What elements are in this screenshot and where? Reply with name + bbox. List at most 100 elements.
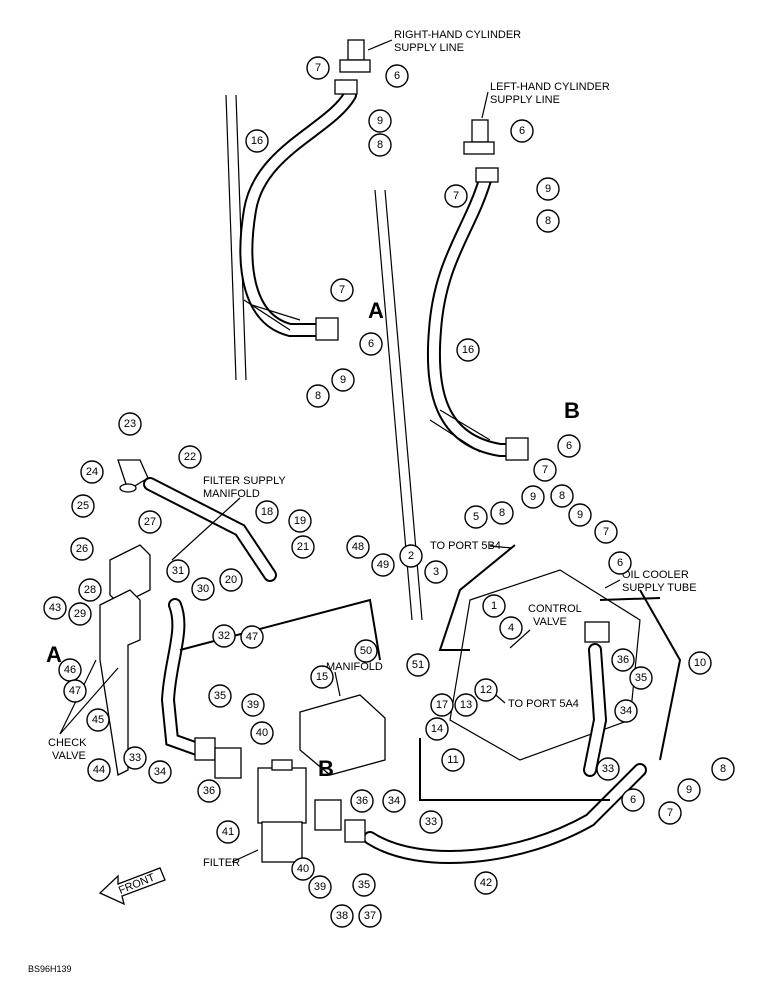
callout-circle	[490, 501, 514, 525]
callout-number: 7	[315, 62, 321, 74]
callout-number: 17	[436, 699, 448, 711]
callout-number: 19	[294, 515, 306, 527]
callout-number: 9	[530, 491, 536, 503]
callout-circle	[306, 56, 330, 80]
callout-circle	[216, 820, 240, 844]
callout-number: 49	[377, 559, 389, 571]
callout-circle	[241, 693, 265, 717]
callout-number: 5	[473, 511, 479, 523]
callout-number: 44	[93, 764, 105, 776]
callout-number: 8	[315, 390, 321, 402]
callout-31: 31	[166, 559, 190, 583]
callout-6: 6	[510, 119, 534, 143]
callout-number: 22	[184, 451, 196, 463]
callout-number: 6	[617, 557, 623, 569]
callout-number: 40	[297, 863, 309, 875]
front-arrow-icon	[98, 867, 166, 906]
oil-cooler-l1: OIL COOLER	[622, 569, 689, 581]
callout-circle	[368, 109, 392, 133]
callout-50: 50	[354, 639, 378, 663]
callout-circle	[456, 338, 480, 362]
callout-46: 46	[58, 658, 82, 682]
callout-number: 33	[602, 763, 614, 775]
callout-12: 12	[474, 678, 498, 702]
callout-number: 9	[686, 784, 692, 796]
callout-40: 40	[250, 721, 274, 745]
callout-19: 19	[288, 509, 312, 533]
callout-circle	[614, 699, 638, 723]
callout-circle	[208, 684, 232, 708]
callout-number: 8	[559, 490, 565, 502]
callout-16: 16	[245, 129, 269, 153]
callout-circle	[306, 384, 330, 408]
lh-cylinder-hose	[426, 119, 529, 461]
callout-circle	[688, 651, 712, 675]
callout-24: 24	[80, 460, 104, 484]
callout-number: 10	[694, 657, 706, 669]
callout-number: 6	[519, 125, 525, 137]
callout-33: 33	[419, 810, 443, 834]
callout-number: 35	[635, 672, 647, 684]
callout-circle	[482, 594, 506, 618]
callout-circle	[118, 412, 142, 436]
callout-circle	[87, 758, 111, 782]
callout-number: 33	[129, 752, 141, 764]
callout-18: 18	[255, 500, 279, 524]
callout-circle	[629, 666, 653, 690]
callout-circle	[70, 537, 94, 561]
callout-number: 35	[214, 690, 226, 702]
callout-circle	[658, 801, 682, 825]
callout-circle	[288, 509, 312, 533]
callout-circle	[197, 779, 221, 803]
callout-9: 9	[677, 778, 701, 802]
callout-circle	[533, 458, 557, 482]
callout-23: 23	[118, 412, 142, 436]
label-leaders	[59, 39, 621, 863]
callout-35: 35	[208, 684, 232, 708]
callout-6: 6	[621, 788, 645, 812]
callout-circle	[63, 679, 87, 703]
callout-circle	[444, 184, 468, 208]
callout-circle	[399, 544, 423, 568]
callout-circle	[611, 648, 635, 672]
callout-9: 9	[368, 109, 392, 133]
callout-25: 25	[71, 494, 95, 518]
callout-circle	[424, 560, 448, 584]
callout-number: 23	[124, 418, 136, 430]
rh-supply-line-l2: SUPPLY LINE	[394, 42, 464, 54]
callout-number: 9	[377, 115, 383, 127]
callout-15: 15	[310, 665, 334, 689]
callout-41: 41	[216, 820, 240, 844]
callout-3: 3	[424, 560, 448, 584]
callout-21: 21	[291, 535, 315, 559]
callout-29: 29	[68, 602, 92, 626]
callout-number: 50	[360, 645, 372, 657]
callout-circle	[354, 639, 378, 663]
callout-circle	[521, 485, 545, 509]
callout-circle	[536, 209, 560, 233]
callout-number: 30	[197, 583, 209, 595]
callout-circle	[80, 460, 104, 484]
callout-number: 45	[92, 714, 104, 726]
callout-circle	[255, 500, 279, 524]
callout-6: 6	[385, 64, 409, 88]
callout-circle	[677, 778, 701, 802]
check-valve-l2: VALVE	[52, 750, 86, 762]
callout-circle	[557, 434, 581, 458]
callout-circle	[474, 678, 498, 702]
callout-43: 43	[43, 596, 67, 620]
callout-6: 6	[557, 434, 581, 458]
callout-number: 51	[412, 659, 424, 671]
callout-20: 20	[219, 568, 243, 592]
callout-number: 46	[64, 664, 76, 676]
callout-42: 42	[474, 871, 498, 895]
callout-8: 8	[306, 384, 330, 408]
callout-49: 49	[371, 553, 395, 577]
callout-number: 34	[154, 766, 166, 778]
callout-circle	[441, 748, 465, 772]
callout-circle	[346, 535, 370, 559]
ref-b-top: B	[564, 398, 580, 423]
callout-circle	[240, 625, 264, 649]
